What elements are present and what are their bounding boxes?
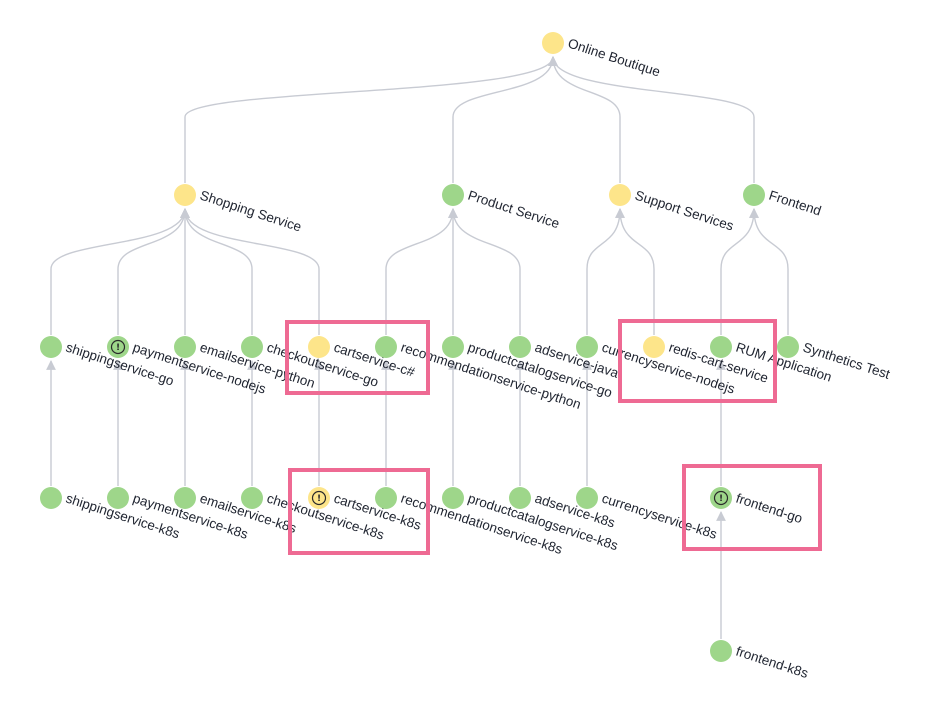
node-label: Shopping Service (198, 188, 303, 235)
highlight-redis-rum (618, 319, 777, 403)
node-label: currencyservice-k8s (600, 491, 719, 542)
healthy-status-dot[interactable] (442, 184, 464, 206)
node-shopping-service[interactable]: Shopping Service (174, 184, 303, 235)
warning-status-dot[interactable] (308, 487, 330, 509)
warning-status-dot[interactable] (542, 32, 564, 54)
node-label: Support Services (633, 188, 736, 234)
alert-icon-mark: ! (719, 494, 723, 504)
warning-status-dot[interactable] (643, 336, 665, 358)
edge-checkoutservice-go-to-shopping-service (180, 208, 253, 335)
healthy-status-dot[interactable] (710, 487, 732, 509)
edge-redis-cart-service-to-support-services (615, 208, 655, 335)
alert-icon-mark: ! (317, 494, 321, 504)
edge-frontend-to-online-boutique (548, 56, 755, 183)
highlight-layer (285, 319, 822, 555)
alert-icon (110, 339, 126, 355)
warning-status-dot[interactable] (609, 184, 631, 206)
healthy-status-dot[interactable] (710, 640, 732, 662)
node-frontend-go[interactable]: ! frontend-go (710, 487, 804, 526)
healthy-status-dot[interactable] (375, 336, 397, 358)
healthy-status-dot[interactable] (241, 487, 263, 509)
edge-support-services-to-online-boutique (548, 56, 621, 183)
healthy-status-dot[interactable] (174, 336, 196, 358)
edge-paymentservice-nodejs-to-shopping-service (117, 208, 190, 335)
edges-layer (46, 56, 789, 639)
healthy-status-dot[interactable] (576, 336, 598, 358)
node-support-services[interactable]: Support Services (609, 184, 736, 234)
node-label: frontend-go (734, 491, 804, 527)
edge-adservice-java-to-product-service (448, 208, 521, 335)
healthy-status-dot[interactable] (777, 336, 799, 358)
healthy-status-dot[interactable] (375, 487, 397, 509)
alert-icon (311, 490, 327, 506)
healthy-status-dot[interactable] (576, 487, 598, 509)
node-label: frontend-k8s (734, 644, 810, 682)
healthy-status-dot[interactable] (710, 336, 732, 358)
alert-icon-mark: ! (116, 343, 120, 353)
healthy-status-dot[interactable] (509, 487, 531, 509)
healthy-status-dot[interactable] (107, 487, 129, 509)
healthy-status-dot[interactable] (174, 487, 196, 509)
node-online-boutique[interactable]: Online Boutique (542, 32, 662, 80)
alert-icon (713, 490, 729, 506)
node-product-service[interactable]: Product Service (442, 184, 561, 231)
warning-status-dot[interactable] (174, 184, 196, 206)
node-label: Online Boutique (566, 36, 662, 80)
node-frontend-k8s[interactable]: frontend-k8s (710, 640, 810, 681)
edge-rum-application-to-frontend (720, 208, 759, 335)
highlight-cart-recommendation-k8s (288, 468, 430, 555)
edge-shippingservice-go-to-shopping-service (50, 208, 190, 335)
healthy-status-dot[interactable] (442, 487, 464, 509)
edge-product-service-to-online-boutique (452, 56, 558, 183)
healthy-status-dot[interactable] (743, 184, 765, 206)
node-label: Product Service (466, 188, 561, 232)
healthy-status-dot[interactable] (40, 336, 62, 358)
healthy-status-dot[interactable] (40, 487, 62, 509)
healthy-status-dot[interactable] (509, 336, 531, 358)
edge-synthetics-test-to-frontend (749, 208, 789, 335)
highlight-cart-recommendation-top (285, 320, 430, 395)
edge-recommendationservice-python-to-product-service (385, 208, 458, 335)
node-label: Frontend (767, 188, 823, 219)
edge-shopping-service-to-online-boutique (184, 56, 558, 183)
healthy-status-dot[interactable] (107, 336, 129, 358)
edge-cartservice-csharp-to-shopping-service (180, 208, 320, 335)
edge-currencyservice-nodejs-to-support-services (586, 208, 625, 335)
node-frontend[interactable]: Frontend (743, 184, 823, 219)
highlight-frontend-go (682, 464, 822, 551)
warning-status-dot[interactable] (308, 336, 330, 358)
healthy-status-dot[interactable] (442, 336, 464, 358)
healthy-status-dot[interactable] (241, 336, 263, 358)
